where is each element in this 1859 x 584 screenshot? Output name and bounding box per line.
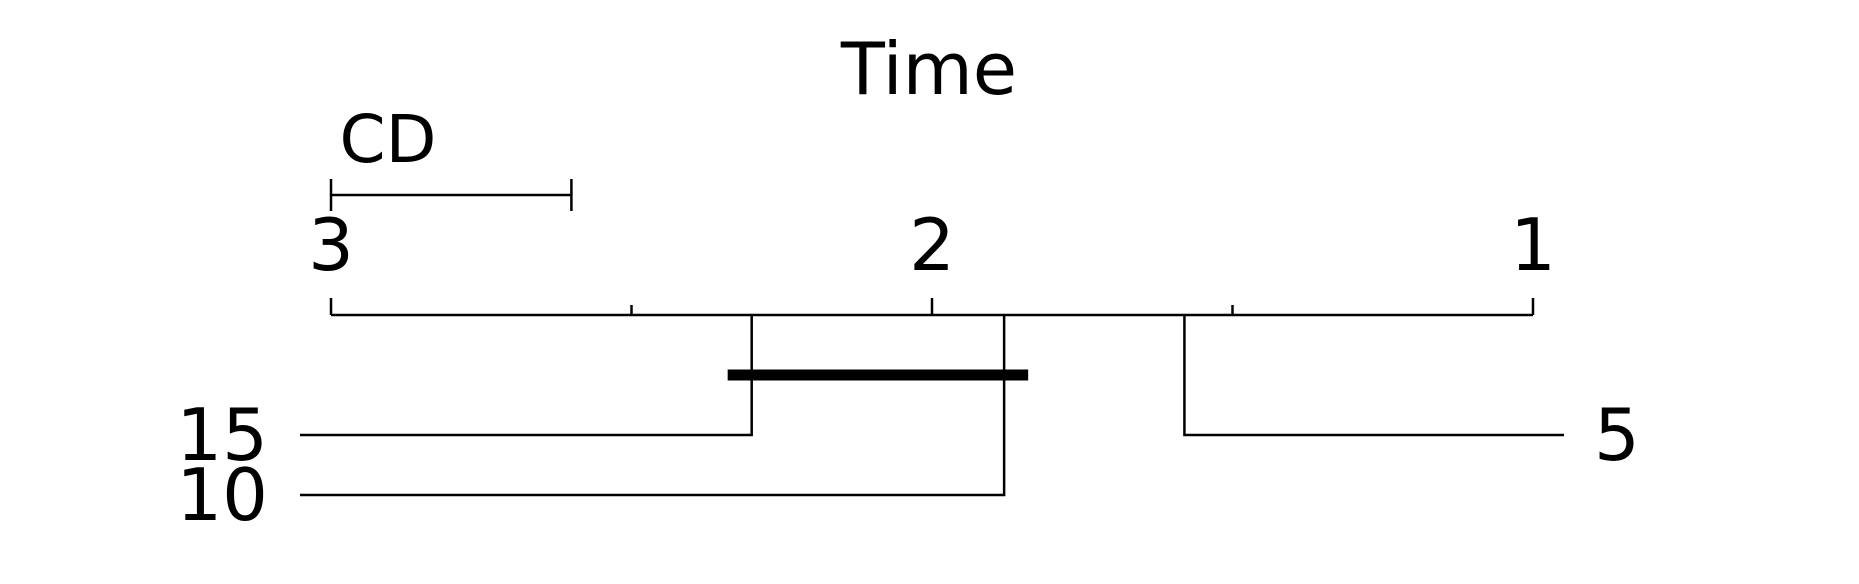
method-line: [1183, 315, 1564, 437]
rank-axis: 3 2 1: [308, 203, 1556, 317]
method-line: [300, 315, 753, 437]
axis-tick-label: 2: [909, 203, 955, 287]
method-line: [300, 315, 1006, 497]
method-label: 15: [176, 393, 268, 477]
axis-tick-label: 3: [308, 203, 354, 287]
method-label: 10: [176, 453, 268, 537]
chart-title: Time: [840, 27, 1017, 111]
method-label: 5: [1594, 393, 1640, 477]
axis-tick-label: 1: [1510, 203, 1556, 287]
cd-bar: [329, 179, 573, 211]
cd-label: CD: [340, 101, 437, 178]
